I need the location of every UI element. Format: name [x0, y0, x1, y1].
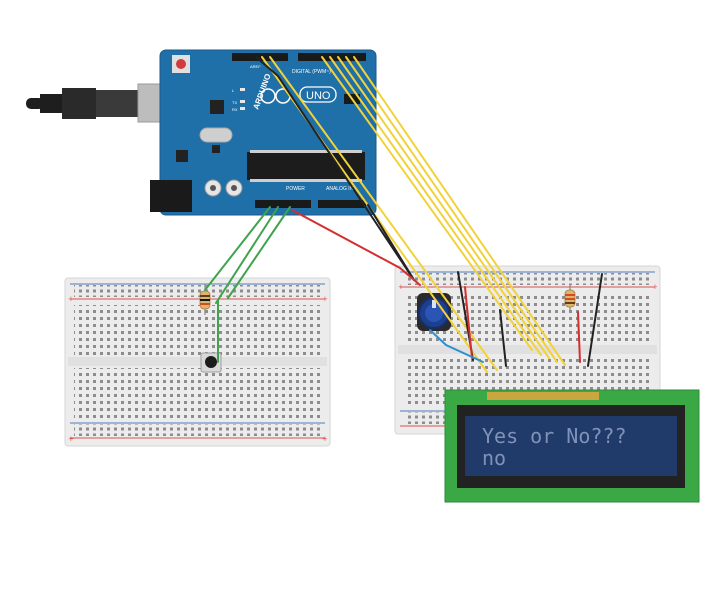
reset-button[interactable] — [172, 55, 190, 73]
lcd-header-pins — [487, 392, 599, 400]
uno-badge: UNO — [299, 86, 337, 103]
svg-text:+: + — [322, 295, 328, 303]
led-rx-label: RX — [232, 107, 238, 112]
lcd-module: Yes or No??? no — [444, 389, 700, 503]
svg-text:+: + — [322, 435, 328, 443]
led-tx-label: TX — [232, 100, 237, 105]
svg-text:+: + — [68, 295, 74, 303]
usb-cable — [26, 83, 169, 123]
breadboard-left[interactable]: + + + + — [64, 277, 331, 447]
aref-label: AREF — [250, 64, 261, 69]
analog-header-label: ANALOG IN — [326, 186, 354, 192]
black-wires — [255, 56, 603, 367]
svg-text:+: + — [68, 435, 74, 443]
potentiometer[interactable] — [417, 293, 451, 331]
wires — [204, 56, 603, 373]
pushbutton[interactable] — [200, 352, 222, 373]
svg-text:+: + — [652, 283, 658, 291]
digital-header-label: DIGITAL (PWM~) — [292, 69, 331, 75]
lcd-line-1: Yes or No??? — [482, 424, 627, 448]
red-wires — [291, 209, 581, 363]
power-header-label: POWER — [286, 186, 305, 192]
svg-text:UNO: UNO — [306, 90, 331, 102]
led-l-label: L — [232, 88, 235, 93]
arduino-uno-board[interactable]: AREF DIGITAL (PWM~) ARDUINO UNO L TX RX — [150, 49, 377, 216]
backlight-resistor — [564, 284, 576, 312]
green-wires — [204, 206, 291, 363]
blue-wire — [429, 329, 484, 363]
svg-text:+: + — [398, 283, 404, 291]
lcd-line-2: no — [482, 446, 506, 470]
